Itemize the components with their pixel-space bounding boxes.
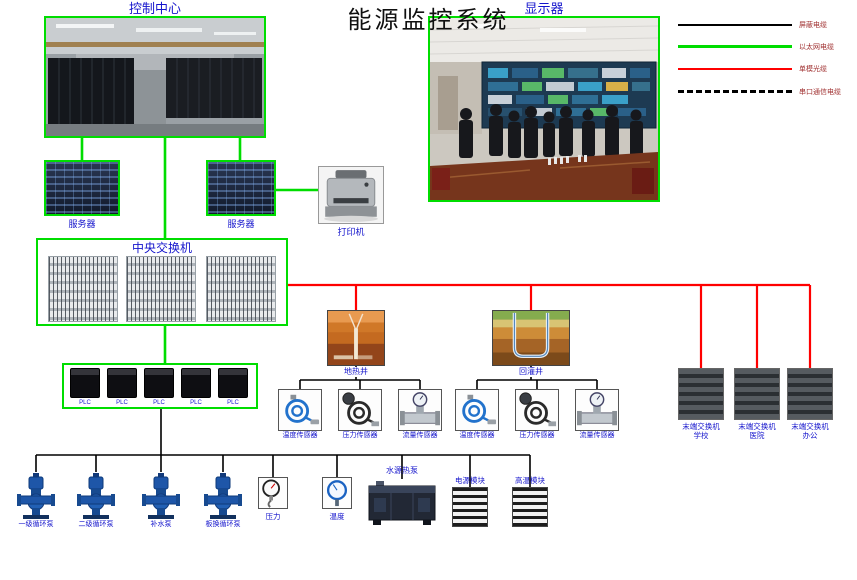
server-left-photo bbox=[44, 160, 120, 216]
plc-module-image bbox=[144, 368, 174, 398]
flow-sensor-label: 流量传感器 bbox=[402, 432, 438, 439]
plc-label: PLC bbox=[227, 400, 239, 406]
flow-sensor-label: 流量传感器 bbox=[579, 432, 615, 439]
server-left-label: 服务器 bbox=[68, 219, 96, 229]
makeup-water-pump-label: 补水泵 bbox=[150, 521, 172, 528]
page-title: 能源监控系统 bbox=[347, 8, 510, 34]
display-label: 显示器 bbox=[524, 1, 564, 16]
heat-pump-image bbox=[368, 481, 436, 525]
control-center-photo bbox=[44, 16, 266, 138]
secondary-circulation-pump-image bbox=[77, 473, 115, 519]
terminal-switch-school-label: 末端交换机 学校 bbox=[671, 422, 731, 440]
pressure-sensor-photo bbox=[338, 389, 382, 431]
pressure-sensor-photo bbox=[515, 389, 559, 431]
plc-module-image bbox=[107, 368, 137, 398]
core-switch-image bbox=[126, 256, 196, 322]
power-module-image bbox=[452, 487, 488, 527]
core-switch-image bbox=[206, 256, 276, 322]
geothermal-well-label: 地热井 bbox=[327, 367, 385, 377]
temperature-sensor-photo bbox=[278, 389, 322, 431]
heat-pump-label: 水源热泵 bbox=[386, 466, 418, 475]
plc-module-image bbox=[218, 368, 248, 398]
central-switch-label: 中央交换机 bbox=[131, 241, 192, 255]
temperature-gauge-image bbox=[323, 478, 351, 508]
terminal-switch-school-image bbox=[678, 368, 724, 420]
pressure-gauge-label: 压力 bbox=[265, 512, 281, 521]
server-rack-image bbox=[208, 162, 274, 214]
terminal-switch-name: 末端交换机 bbox=[738, 422, 776, 431]
server-right-photo bbox=[206, 160, 276, 216]
plc-label: PLC bbox=[116, 400, 128, 406]
terminal-switch-office-image bbox=[787, 368, 833, 420]
control-center-label: 控制中心 bbox=[128, 1, 181, 16]
printer-image bbox=[319, 167, 383, 223]
control-room-image bbox=[430, 18, 658, 200]
legend-shielded-line bbox=[678, 24, 792, 26]
temperature-gauge-photo bbox=[322, 477, 352, 509]
temperature-gauge-label: 温度 bbox=[329, 512, 345, 521]
plc-label: PLC bbox=[190, 400, 202, 406]
temperature-sensor-label: 温度传感器 bbox=[282, 432, 318, 439]
flow-sensor-image bbox=[399, 390, 441, 430]
terminal-switch-site: 医院 bbox=[749, 431, 765, 440]
pressure-gauge-photo bbox=[258, 477, 288, 509]
terminal-switch-hospital-image bbox=[734, 368, 780, 420]
core-switch-image bbox=[48, 256, 118, 322]
server-rack-image bbox=[46, 162, 118, 214]
plate-exchanger-pump-label: 板换循环泵 bbox=[205, 521, 241, 528]
plc-group: PLC PLC PLC PLC PLC bbox=[62, 363, 258, 409]
legend-ethernet-line bbox=[678, 45, 792, 48]
datacenter-image bbox=[46, 18, 264, 136]
terminal-switch-site: 学校 bbox=[693, 431, 709, 440]
printer-photo bbox=[318, 166, 384, 224]
pressure-sensor-label: 压力传感器 bbox=[519, 432, 555, 439]
display-photo bbox=[428, 16, 660, 202]
pressure-sensor-label: 压力传感器 bbox=[342, 432, 378, 439]
plc-label: PLC bbox=[79, 400, 91, 406]
legend-serial-line bbox=[678, 90, 792, 93]
flow-sensor-image bbox=[576, 390, 618, 430]
plc-label: PLC bbox=[153, 400, 165, 406]
reinjection-well-image bbox=[493, 311, 569, 365]
terminal-switch-site: 办公 bbox=[802, 431, 818, 440]
geothermal-well-image bbox=[328, 311, 384, 365]
pressure-gauge-image bbox=[259, 478, 287, 508]
pressure-sensor-image bbox=[516, 390, 558, 430]
legend-fiber-line bbox=[678, 68, 792, 70]
legend-fiber-label: 单模光缆 bbox=[799, 66, 827, 73]
plate-exchanger-pump-image bbox=[204, 473, 242, 519]
temperature-sensor-photo bbox=[455, 389, 499, 431]
makeup-water-pump-image bbox=[142, 473, 180, 519]
temperature-sensor-image bbox=[279, 390, 321, 430]
flow-sensor-photo bbox=[398, 389, 442, 431]
pressure-sensor-image bbox=[339, 390, 381, 430]
reinjection-well-label: 回灌井 bbox=[492, 367, 570, 377]
central-switch-group: 中央交换机 bbox=[36, 238, 288, 326]
temperature-sensor-image bbox=[456, 390, 498, 430]
plc-module-image bbox=[181, 368, 211, 398]
terminal-switch-name: 末端交换机 bbox=[791, 422, 829, 431]
server-right-label: 服务器 bbox=[227, 219, 255, 229]
primary-circulation-pump-image bbox=[17, 473, 55, 519]
legend-serial-label: 串口通信电缆 bbox=[799, 89, 841, 96]
legend-ethernet-label: 以太网电缆 bbox=[799, 44, 834, 51]
high-temp-module-label: 高温模块 bbox=[515, 476, 545, 485]
terminal-switch-hospital-label: 末端交换机 医院 bbox=[727, 422, 787, 440]
temperature-sensor-label: 温度传感器 bbox=[459, 432, 495, 439]
geothermal-well-photo bbox=[327, 310, 385, 366]
primary-circulation-pump-label: 一级循环泵 bbox=[18, 521, 54, 528]
flow-sensor-photo bbox=[575, 389, 619, 431]
reinjection-well-photo bbox=[492, 310, 570, 366]
printer-label: 打印机 bbox=[337, 227, 365, 237]
plc-module-image bbox=[70, 368, 100, 398]
high-temp-module-image bbox=[512, 487, 548, 527]
legend-shielded-label: 屏蔽电缆 bbox=[799, 22, 827, 29]
secondary-circulation-pump-label: 二级循环泵 bbox=[78, 521, 114, 528]
power-module-label: 电源模块 bbox=[455, 476, 485, 485]
terminal-switch-office-label: 末端交换机 办公 bbox=[780, 422, 840, 440]
terminal-switch-name: 末端交换机 bbox=[682, 422, 720, 431]
